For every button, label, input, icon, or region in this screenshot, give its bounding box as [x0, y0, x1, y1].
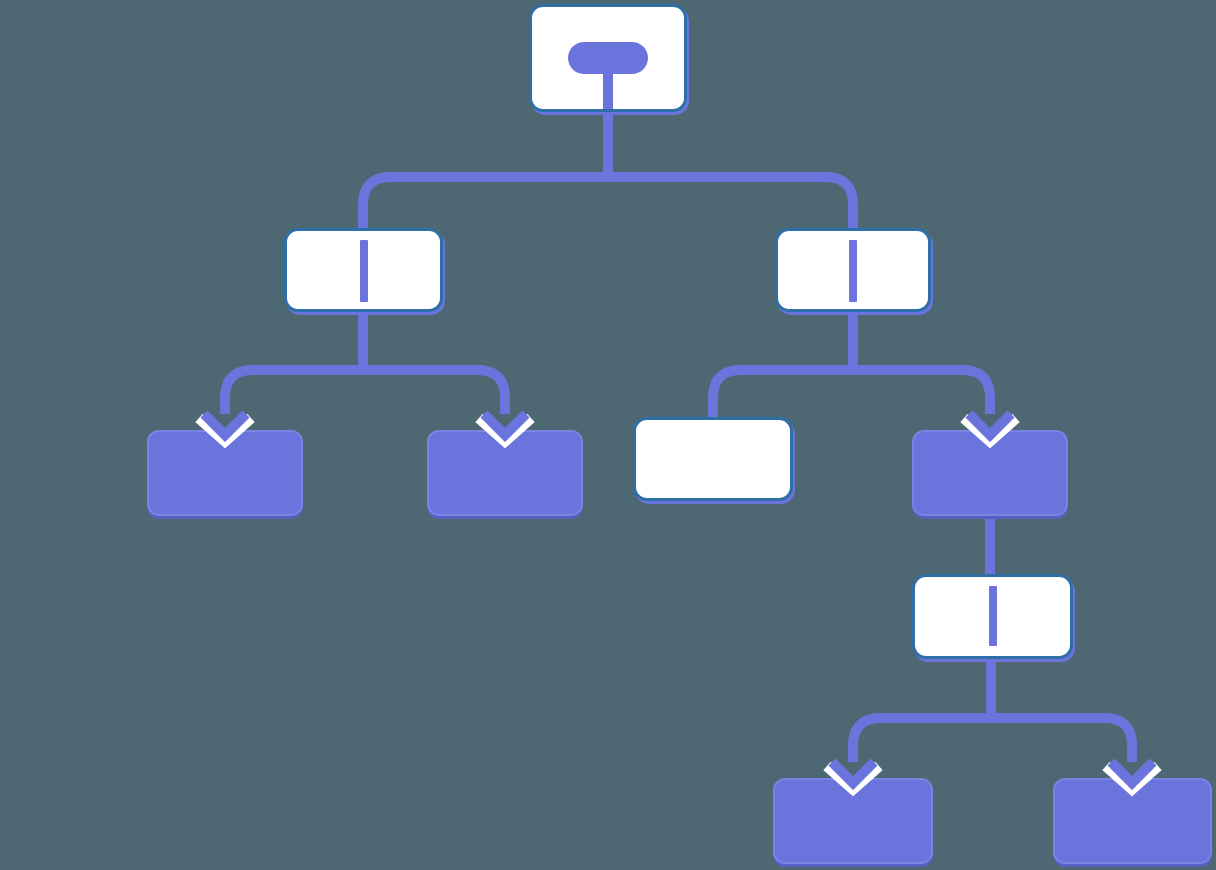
vertical-line-icon: [849, 240, 857, 302]
vertical-line-icon: [359, 240, 368, 302]
double-chevron-down-icon: [1102, 758, 1162, 797]
node-branch-left[interactable]: [284, 228, 443, 312]
edge-root-split: [358, 172, 858, 229]
pill-icon: [568, 42, 648, 74]
double-chevron-down-icon: [195, 410, 255, 449]
double-chevron-down-icon: [475, 410, 535, 449]
node-plain-white[interactable]: [633, 417, 793, 501]
node-branch-lower[interactable]: [912, 574, 1073, 659]
double-chevron-down-icon: [960, 410, 1020, 449]
pill-stem-icon: [603, 71, 613, 109]
node-branch-right[interactable]: [775, 228, 931, 312]
vertical-line-icon: [988, 586, 997, 646]
double-chevron-down-icon: [823, 758, 883, 797]
edge-branch-right-split: [708, 365, 995, 418]
node-root[interactable]: [529, 4, 687, 112]
edge-branch-lower-split: [848, 713, 1137, 762]
edge-branch-left-split: [220, 365, 510, 414]
